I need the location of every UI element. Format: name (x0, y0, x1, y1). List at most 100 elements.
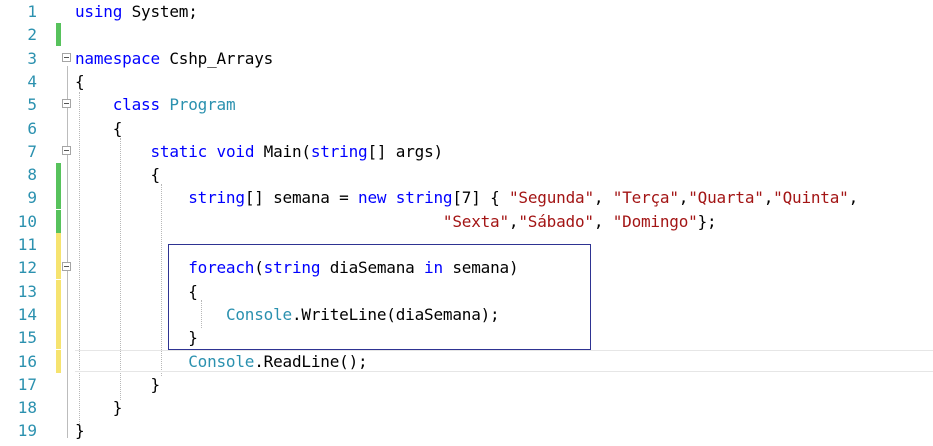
code-line[interactable]: 4{ (0, 70, 933, 93)
code-text: { (75, 117, 123, 140)
code-line[interactable]: 16 Console.ReadLine(); (0, 349, 933, 373)
code-token: { (75, 71, 85, 91)
code-token: , (593, 211, 613, 231)
code-token: } (75, 374, 160, 394)
line-number: 4 (27, 71, 37, 91)
code-text: } (75, 326, 198, 349)
change-marker-unsaved (56, 302, 61, 326)
line-number: 9 (27, 188, 37, 208)
change-marker-saved (56, 163, 61, 187)
code-text: } (75, 373, 160, 396)
code-text: } (75, 396, 123, 419)
line-number: 7 (27, 141, 37, 161)
code-line[interactable]: 6 { (0, 117, 933, 140)
line-number: 2 (27, 25, 37, 45)
code-token: Cshp_Arrays (159, 48, 274, 68)
code-line[interactable]: 8 { (0, 163, 933, 187)
code-line[interactable]: 1 using System; (0, 0, 933, 23)
code-token: , (848, 188, 859, 208)
code-line[interactable]: 18 } (0, 396, 933, 419)
line-number: 3 (27, 48, 37, 68)
indent-guide-namespace (79, 92, 80, 430)
code-line[interactable]: 14 Console.WriteLine(diaSemana); (0, 302, 933, 326)
code-text: string[] semana = new string[7] { "Segun… (75, 186, 858, 209)
code-token: ( (254, 258, 264, 278)
string-token: "Segunda" (508, 188, 594, 208)
change-marker-saved (56, 23, 61, 47)
code-line[interactable]: 17 } (0, 373, 933, 396)
collapse-icon[interactable] (62, 52, 71, 62)
code-line[interactable]: 9 string[] semana = new string[7] { "Seg… (0, 186, 933, 210)
code-token: { (75, 281, 198, 301)
code-token: [] args) (367, 141, 443, 161)
code-token: , (678, 188, 689, 208)
code-line[interactable]: 5 class Program (0, 93, 933, 116)
collapse-icon[interactable] (62, 145, 71, 155)
change-marker-saved (56, 209, 61, 233)
code-token: } (75, 328, 198, 348)
line-number: 11 (17, 235, 37, 254)
code-token: diaSemana (320, 258, 425, 278)
code-token: }; (697, 211, 717, 231)
code-token: } (75, 398, 123, 418)
code-line[interactable]: 2 (0, 23, 933, 47)
code-text: Console.ReadLine(); (75, 350, 367, 373)
string-token: "Domingo" (612, 211, 698, 231)
code-text: } (75, 419, 85, 442)
code-token: Main( (254, 141, 311, 161)
code-line[interactable]: 12 foreach(string diaSemana in semana) (0, 256, 933, 280)
keyword-token: class (112, 95, 160, 115)
code-line[interactable]: 13 { (0, 279, 933, 303)
keyword-token: in (424, 258, 443, 278)
code-token (75, 352, 188, 371)
code-token (386, 188, 395, 207)
change-marker-unsaved (56, 326, 61, 350)
code-line[interactable]: 10 "Sexta","Sábado", "Domingo"}; (0, 209, 933, 233)
line-number: 17 (17, 374, 37, 394)
change-marker-unsaved (56, 279, 61, 303)
collapse-icon[interactable] (62, 99, 71, 109)
code-text: { (75, 163, 160, 186)
type-token: Console (188, 351, 255, 371)
line-number: 1 (27, 2, 37, 21)
outline-line-namespace (67, 66, 68, 438)
line-number: 5 (27, 95, 37, 115)
code-token (75, 188, 188, 207)
collapse-icon[interactable] (62, 262, 71, 272)
keyword-token: static (150, 141, 208, 161)
code-line[interactable]: 7 static void Main(string[] args) (0, 140, 933, 163)
code-token: [] semana = (244, 188, 359, 208)
keyword-token: string (310, 141, 368, 161)
string-token: "Quinta" (773, 188, 849, 208)
keyword-token: string (263, 258, 321, 278)
keyword-token: using (75, 2, 123, 21)
code-token (75, 142, 150, 161)
line-number: 14 (17, 304, 37, 324)
code-token: } (75, 421, 85, 441)
code-line[interactable]: 11 (0, 233, 933, 256)
string-token: "Terça" (612, 188, 679, 208)
line-number: 18 (17, 398, 37, 418)
string-token: "Sexta" (442, 211, 509, 231)
string-token: "Sábado" (518, 211, 594, 231)
line-number: 12 (17, 258, 37, 278)
code-line[interactable]: 19} (0, 419, 933, 442)
line-number: 13 (17, 281, 37, 301)
indent-guide-class (120, 138, 121, 400)
code-text: { (75, 280, 198, 303)
code-text: static void Main(string[] args) (75, 140, 443, 163)
indent-guide-method (161, 184, 162, 376)
code-token: , (593, 188, 613, 208)
code-token: .WriteLine(diaSemana); (291, 304, 500, 324)
code-token: , (508, 211, 519, 231)
change-marker-unsaved (56, 256, 61, 280)
code-token: semana) (442, 258, 519, 278)
indent-guide-foreach (201, 300, 202, 328)
code-line[interactable]: 15 } (0, 326, 933, 350)
type-token: Program (169, 95, 236, 115)
code-token: { (75, 118, 123, 138)
code-text: using System; (75, 0, 198, 23)
code-token: System; (122, 2, 198, 21)
